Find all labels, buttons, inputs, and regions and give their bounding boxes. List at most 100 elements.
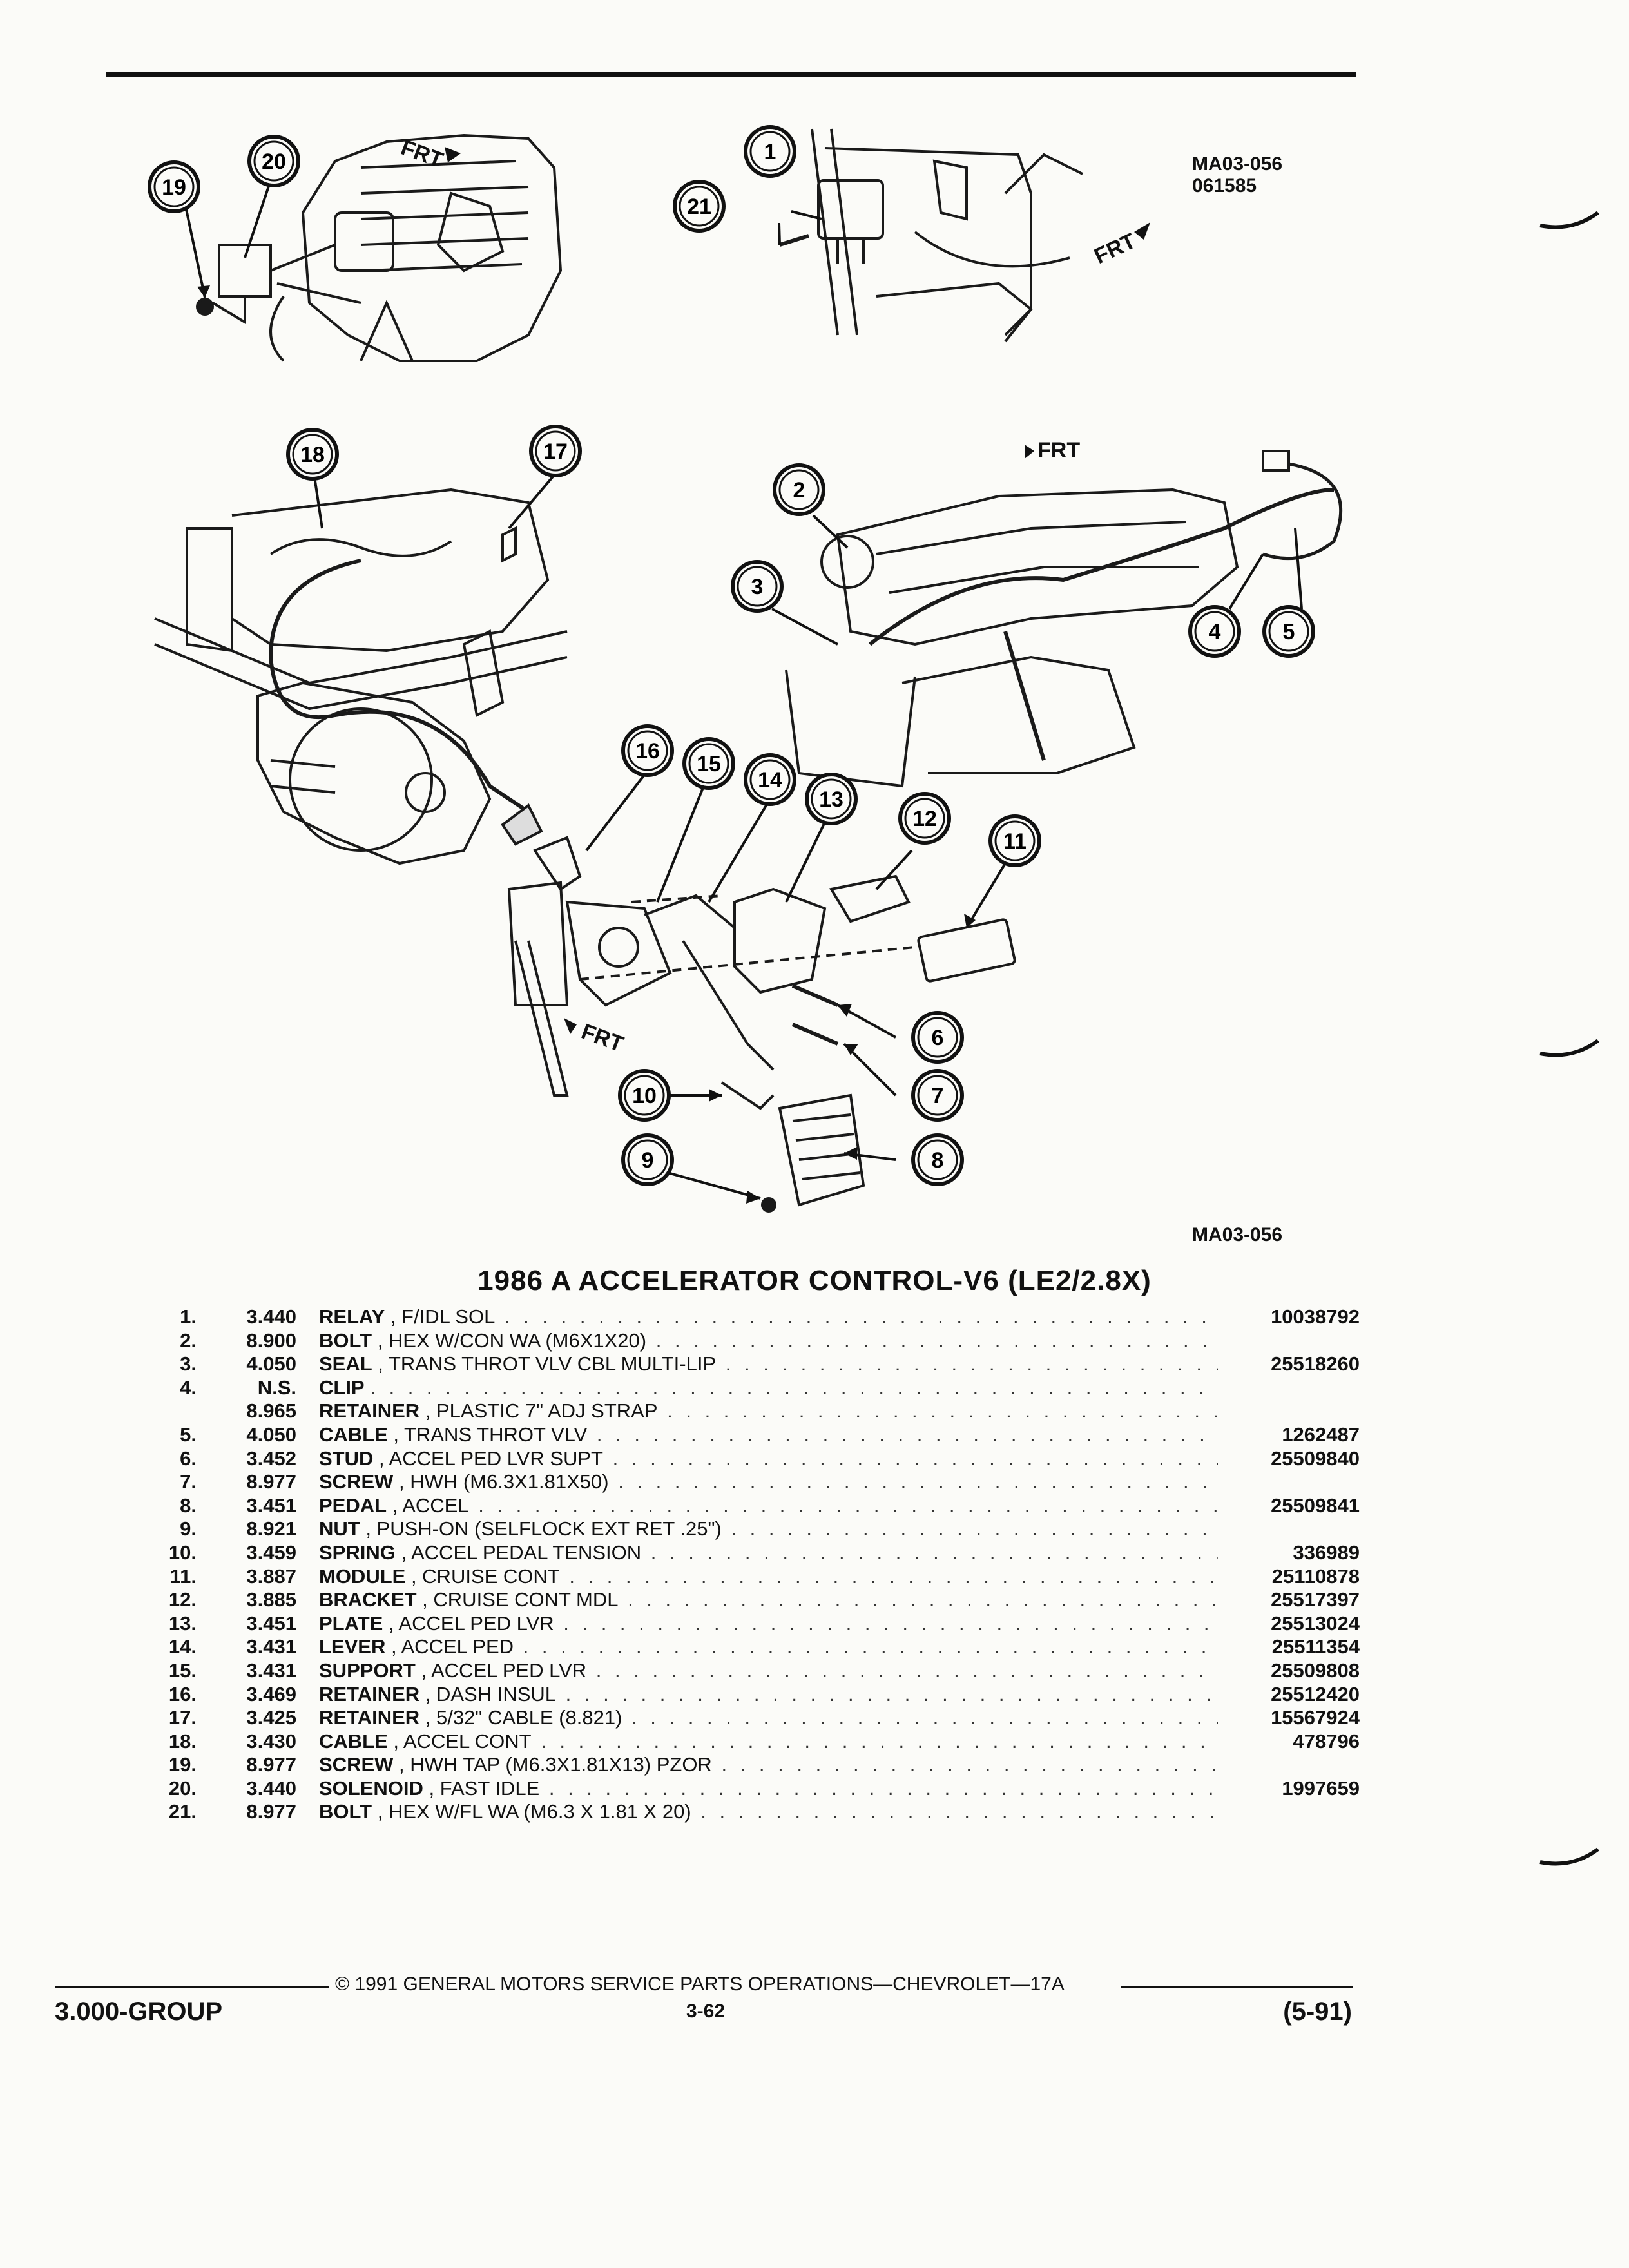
item-number: 3. — [180, 1352, 197, 1376]
leader-dots: . . . . . . . . . . . . . . . . . . . . … — [548, 1776, 1218, 1800]
part-number: 25509840 — [1271, 1446, 1360, 1470]
relay-view — [779, 128, 1083, 343]
callout-6: 6 — [911, 1011, 964, 1064]
part-number: 25110878 — [1271, 1564, 1360, 1588]
footer-rule-right — [1121, 1986, 1353, 1988]
callout-20: 20 — [247, 135, 300, 187]
item-number: 8. — [180, 1494, 197, 1517]
part-name: SPRING — [319, 1541, 396, 1564]
leader-dots: . . . . . . . . . . . . . . . . . . . . … — [541, 1729, 1218, 1753]
part-description: SEAL , TRANS THROT VLV CBL MULTI-LIP . .… — [319, 1352, 1218, 1376]
callout-label: 12 — [912, 807, 937, 831]
part-name: SCREW — [319, 1470, 394, 1494]
callout-label: 2 — [793, 478, 805, 503]
item-number: 13. — [168, 1611, 197, 1635]
part-name: MODULE — [319, 1564, 406, 1588]
callout-9: 9 — [621, 1133, 674, 1186]
item-number: 9. — [180, 1517, 197, 1541]
engine-left-view — [154, 488, 568, 865]
leader-dots: . . . . . . . . . . . . . . . . . . . . … — [595, 1658, 1218, 1682]
part-name: BOLT — [319, 1800, 372, 1823]
item-number: 15. — [168, 1658, 197, 1682]
part-description: NUT , PUSH-ON (SELFLOCK EXT RET .25") . … — [319, 1517, 1218, 1541]
group-code: 3.451 — [246, 1611, 296, 1635]
callout-11: 11 — [988, 814, 1041, 867]
group-code: 3.469 — [246, 1682, 296, 1706]
callout-label: 7 — [932, 1084, 944, 1108]
callout-8: 8 — [911, 1133, 964, 1186]
leader-dots: . . . . . . . . . . . . . . . . . . . . … — [631, 1706, 1218, 1729]
leader-dots: . . . . . . . . . . . . . . . . . . . . … — [700, 1800, 1218, 1823]
group-code: 3.430 — [246, 1729, 296, 1753]
part-description: BOLT , HEX W/CON WA (M6X1X20) . . . . . … — [319, 1329, 1218, 1352]
item-number: 21. — [168, 1800, 197, 1823]
leader-dots: . . . . . . . . . . . . . . . . . . . . … — [370, 1376, 1218, 1399]
part-number: 1997659 — [1282, 1776, 1360, 1800]
callout-2: 2 — [773, 463, 825, 516]
callout-label: 6 — [932, 1026, 944, 1050]
callout-21: 21 — [673, 180, 726, 233]
part-detail: , HEX W/CON WA (M6X1X20) — [372, 1329, 647, 1352]
part-name: SEAL — [319, 1352, 372, 1376]
part-detail: , CRUISE CONT — [405, 1564, 560, 1588]
part-name: CABLE — [319, 1729, 388, 1753]
group-code: 8.977 — [246, 1470, 296, 1494]
group-code: 3.452 — [246, 1446, 296, 1470]
callout-4: 4 — [1188, 605, 1241, 658]
part-number: 25509808 — [1271, 1658, 1360, 1682]
part-name: LEVER — [319, 1635, 386, 1658]
callout-label: 1 — [764, 140, 776, 164]
part-description: PEDAL , ACCEL . . . . . . . . . . . . . … — [319, 1494, 1218, 1517]
frt-arrow-3: FRT — [1025, 438, 1080, 463]
callout-label: 9 — [642, 1148, 654, 1173]
part-description: SOLENOID , FAST IDLE . . . . . . . . . .… — [319, 1777, 1218, 1800]
svg-text:FRT: FRT — [578, 1019, 626, 1057]
callout-12: 12 — [898, 792, 951, 845]
part-name: CABLE — [319, 1423, 388, 1446]
part-detail: , CRUISE CONT MDL — [416, 1588, 619, 1611]
figure-ref-top-sub: 061585 — [1192, 175, 1257, 197]
item-number: 16. — [168, 1682, 197, 1706]
item-number: 5. — [180, 1423, 197, 1446]
pedal-assembly-view — [501, 803, 1016, 1213]
part-description: SCREW , HWH TAP (M6.3X1.81X13) PZOR . . … — [319, 1753, 1218, 1776]
top-rule — [106, 72, 1356, 77]
callout-label: 11 — [1003, 829, 1027, 854]
part-detail: , TRANS THROT VLV — [387, 1423, 588, 1446]
group-code: 8.965 — [246, 1399, 296, 1423]
callout-label: 16 — [635, 739, 660, 764]
callout-label: 17 — [543, 439, 568, 464]
callout-label: 14 — [758, 768, 782, 793]
leader-dots: . . . . . . . . . . . . . . . . . . . . … — [569, 1564, 1218, 1588]
part-description: RETAINER , 5/32" CABLE (8.821) . . . . .… — [319, 1706, 1218, 1729]
leader-arrowheads — [197, 285, 976, 1204]
svg-text:FRT: FRT — [398, 135, 446, 173]
leader-dots: . . . . . . . . . . . . . . . . . . . . … — [655, 1329, 1218, 1352]
part-description: RETAINER , PLASTIC 7" ADJ STRAP . . . . … — [319, 1399, 1218, 1423]
part-detail — [365, 1376, 371, 1399]
part-detail: , ACCEL PED LVR SUPT — [373, 1446, 603, 1470]
part-name: PLATE — [319, 1611, 383, 1635]
group-code: N.S. — [257, 1376, 296, 1399]
part-name: RETAINER — [319, 1706, 420, 1729]
callout-label: 19 — [162, 175, 186, 200]
part-name: RELAY — [319, 1305, 385, 1328]
leader-dots: . . . . . . . . . . . . . . . . . . . . … — [628, 1588, 1218, 1611]
group-code: 8.977 — [246, 1800, 296, 1823]
part-description: STUD , ACCEL PED LVR SUPT . . . . . . . … — [319, 1447, 1218, 1470]
parts-row: 8.965 RETAINER , PLASTIC 7" ADJ STRAP . .… — [148, 1399, 1360, 1423]
group-code: 3.440 — [246, 1305, 296, 1328]
group-code: 8.921 — [246, 1517, 296, 1541]
part-number: 10038792 — [1271, 1305, 1360, 1328]
item-number: 20. — [168, 1776, 197, 1800]
part-name: RETAINER — [319, 1399, 420, 1423]
part-number: 25517397 — [1271, 1588, 1360, 1611]
